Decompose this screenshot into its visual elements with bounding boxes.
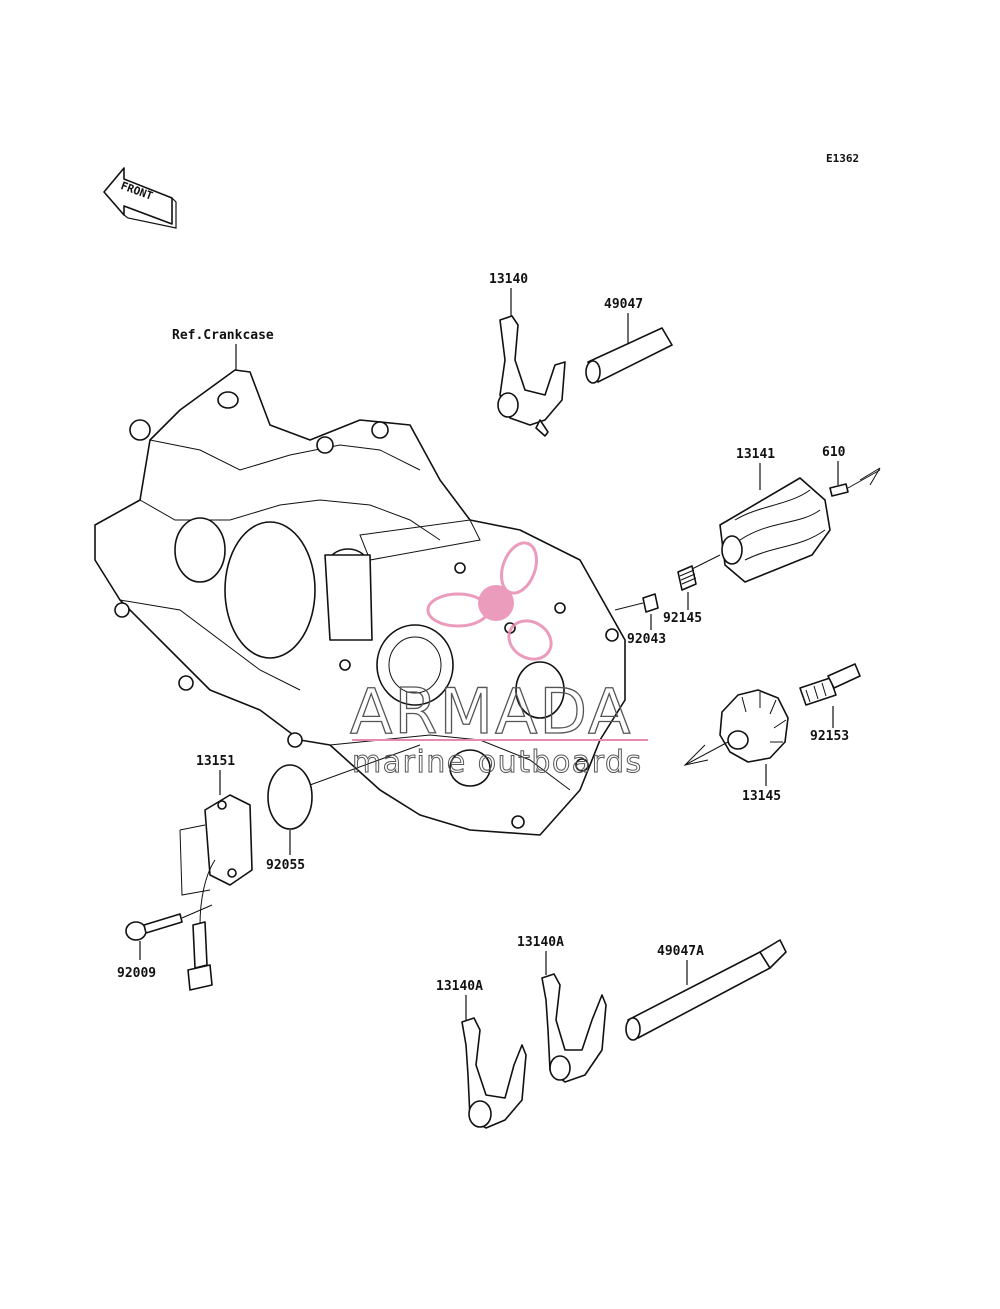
pin-610: [829, 483, 849, 497]
ref-crankcase-label: Ref.Crankcase: [172, 328, 274, 343]
diagram-code: E1362: [826, 152, 859, 165]
part-92055-label: 92055: [266, 858, 305, 873]
shift-fork-13140A-right: [541, 973, 607, 1083]
shift-fork-13140: [497, 315, 566, 437]
part-13140A-left-label: 13140A: [436, 979, 483, 994]
shift-fork-13140A-left: [461, 1017, 527, 1129]
pin-92043: [642, 593, 659, 613]
gear-switch-13151: [187, 794, 253, 991]
part-49047-label: 49047: [604, 297, 643, 312]
part-13145-label: 13145: [742, 789, 781, 804]
armada-watermark: ARMADA marine outboards: [349, 541, 648, 781]
part-13140A-top-label: 13140A: [517, 935, 564, 950]
watermark-brand: ARMADA: [350, 675, 632, 748]
shift-drum-13141: [719, 477, 831, 583]
crankcase-drawing: [94, 369, 626, 836]
bolt-92153: [799, 663, 861, 706]
part-13151-label: 13151: [196, 754, 235, 769]
shaft-49047A: [625, 939, 787, 1041]
part-610-label: 610: [822, 445, 846, 460]
shaft-49047: [585, 327, 673, 384]
spring-92145: [677, 565, 697, 591]
watermark-tagline: marine outboards: [352, 745, 643, 780]
front-arrow-icon: FRONT: [103, 167, 177, 229]
o-ring-92055: [267, 764, 313, 830]
screw-92009: [125, 913, 183, 941]
part-13140-label: 13140: [489, 272, 528, 287]
part-49047A-label: 49047A: [657, 944, 704, 959]
part-92009-label: 92009: [117, 966, 156, 981]
part-92043-label: 92043: [627, 632, 666, 647]
shift-cam-13145: [719, 689, 789, 763]
armada-logo-icon: [426, 541, 553, 661]
part-92145-label: 92145: [663, 611, 702, 626]
part-13141-label: 13141: [736, 447, 775, 462]
part-92153-label: 92153: [810, 729, 849, 744]
